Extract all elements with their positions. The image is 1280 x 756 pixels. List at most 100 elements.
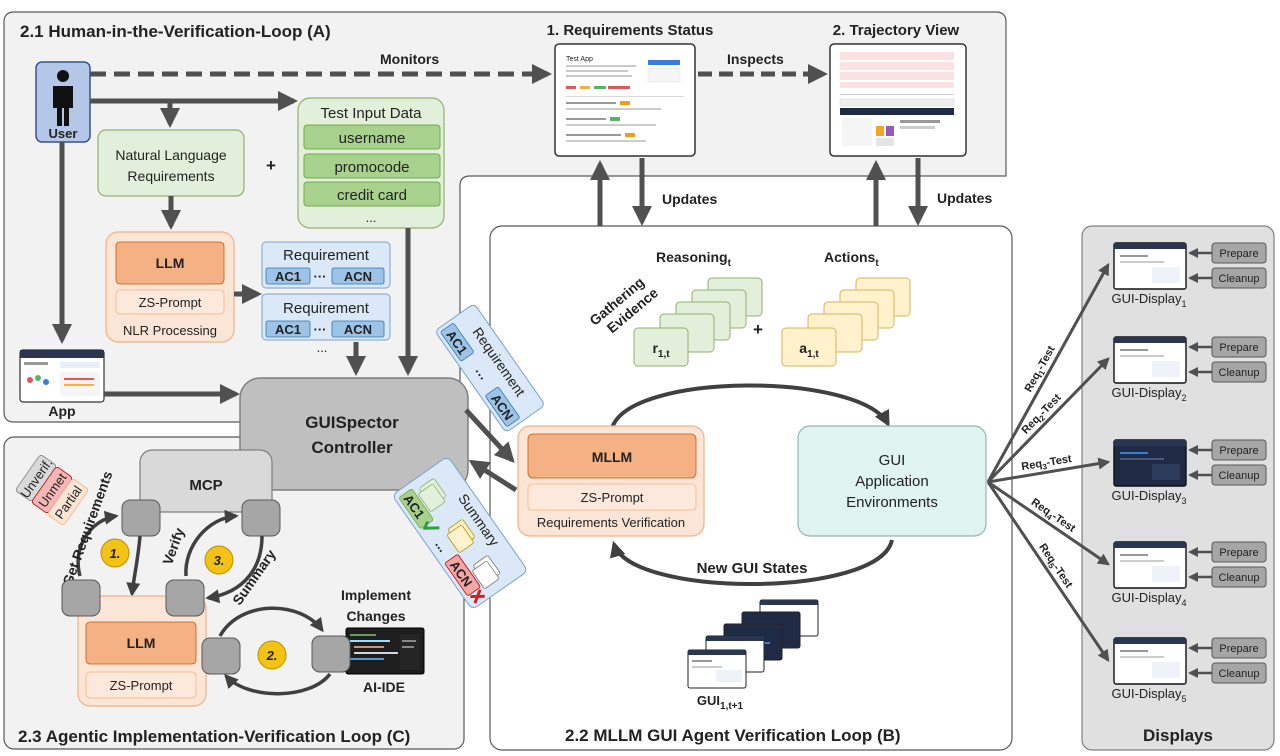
- svg-text:ZS-Prompt: ZS-Prompt: [139, 295, 202, 310]
- mllm-to-controller-arrow: [468, 459, 518, 493]
- svg-text:1.: 1.: [110, 546, 121, 561]
- ai-ide-thumbnail: [345, 627, 425, 675]
- panel-gui-agent-loop: 2.2 MLLM GUI Agent Verification Loop (B): [489, 225, 1013, 751]
- connector-mcp-left: [121, 499, 161, 537]
- action-card-label: a1,t: [799, 340, 819, 360]
- svg-text:Natural Language: Natural Language: [115, 147, 227, 163]
- test-data-promocode: promocode: [334, 159, 409, 176]
- gui-display-label-2: GUI-Display2: [1111, 385, 1186, 403]
- gui-display-label-3: GUI-Display3: [1111, 488, 1186, 506]
- step-badge-1: 1.: [100, 538, 130, 568]
- svg-text:AC1: AC1: [275, 269, 301, 284]
- svg-text:Req5-Test: Req5-Test: [1035, 542, 1075, 592]
- svg-text:Cleanup: Cleanup: [1219, 367, 1260, 379]
- ide-return-arc: [224, 672, 332, 696]
- svg-text:MCP: MCP: [189, 477, 222, 494]
- svg-text:AC1: AC1: [275, 322, 301, 337]
- gui-display-label-5: GUI-Display5: [1111, 686, 1186, 704]
- svg-text:Requirements: Requirements: [127, 168, 214, 184]
- svg-text:MLLM: MLLM: [592, 449, 632, 465]
- mllm-to-env-arc: [610, 383, 890, 429]
- gui-application-environments: GUI Application Environments: [797, 425, 987, 537]
- reasoning-card-label: r1,t: [652, 340, 670, 360]
- mock-app-title: Test App: [566, 56, 593, 63]
- requirement-card-2: Requirement AC1 ··· ACN: [261, 293, 391, 341]
- req-test-label-5: Req5-Test: [1035, 542, 1075, 592]
- env-to-mllm-arc: [610, 539, 894, 586]
- mllm-box: MLLM ZS-Prompt Requirements Verification: [517, 425, 705, 537]
- requirement-card-1: Requirement AC1 ··· ACN: [261, 241, 391, 289]
- gui-display-label-1: GUI-Display1: [1111, 291, 1186, 309]
- svg-text:Requirements Verification: Requirements Verification: [537, 515, 685, 530]
- implementation-llm-box: LLM ZS-Prompt: [77, 595, 207, 707]
- nl-requirements-box: Natural Language Requirements: [97, 129, 245, 197]
- panel-human-in-the-loop: 2.1 Human-in-the-Verification-Loop (A): [3, 11, 1007, 423]
- svg-text:···: ···: [314, 269, 327, 284]
- verify-arc: [184, 509, 239, 577]
- new-gui-states-label: New GUI States: [697, 560, 808, 577]
- app-thumbnail: [19, 349, 105, 403]
- svg-text:ZS-Prompt: ZS-Prompt: [110, 678, 173, 693]
- requirements-status-screen: Test App: [554, 43, 696, 157]
- displays-group: GUI-Display1PrepareCleanupGUI-Display2Pr…: [1111, 242, 1267, 704]
- svg-text:GUI: GUI: [879, 452, 906, 469]
- connector-mcp-right: [241, 499, 281, 537]
- svg-text:Requirement: Requirement: [283, 247, 370, 264]
- svg-text:Req4-Test: Req4-Test: [1028, 496, 1078, 536]
- req-test-arrow-2: [986, 357, 1110, 484]
- svg-text:GUISpector: GUISpector: [305, 413, 399, 432]
- cleanup-button-5: Cleanup: [1211, 662, 1267, 684]
- svg-text:2.: 2.: [266, 648, 278, 663]
- implement-changes-line2: Changes: [346, 608, 405, 624]
- actions-stack: a1,t: [781, 277, 911, 367]
- controller-to-mllm-arrow: [464, 408, 515, 463]
- user-label: User: [49, 126, 78, 141]
- summary-arc: [205, 535, 264, 604]
- svg-text:ACN: ACN: [344, 322, 372, 337]
- svg-text:Test Input Data: Test Input Data: [321, 105, 423, 122]
- cleanup-button-2: Cleanup: [1211, 361, 1267, 383]
- svg-text:Req3-Test: Req3-Test: [1021, 453, 1074, 475]
- prepare-button-5: Prepare: [1211, 637, 1267, 659]
- user-box: User: [35, 61, 91, 143]
- prepare-button-2: Prepare: [1211, 336, 1267, 358]
- monitors-label: Monitors: [380, 51, 439, 67]
- ai-ide-label: AI-IDE: [363, 679, 405, 695]
- svg-text:Controller: Controller: [311, 438, 393, 457]
- prepare-button-1: Prepare: [1211, 242, 1267, 264]
- plus-sign-2: +: [753, 320, 763, 339]
- updates-label-2: Updates: [937, 190, 992, 206]
- svg-text:...: ...: [366, 210, 377, 225]
- reasoning-stack: r1,t: [633, 277, 763, 367]
- section-title-displays: Displays: [1143, 726, 1213, 745]
- cleanup-button-1: Cleanup: [1211, 267, 1267, 289]
- svg-text:ZS-Prompt: ZS-Prompt: [581, 490, 644, 505]
- implement-changes-line1: Implement: [341, 587, 411, 603]
- get-requirements-arc: [76, 510, 119, 577]
- svg-text:...: ...: [317, 340, 328, 355]
- actions-label: Actionst: [824, 249, 879, 269]
- gui-display-label-4: GUI-Display4: [1111, 590, 1186, 608]
- nlr-processing-box: LLM ZS-Prompt NLR Processing: [105, 231, 235, 343]
- mcp-box: MCP: [139, 449, 273, 513]
- req-test-arrow-3: [987, 457, 1111, 484]
- svg-text:Cleanup: Cleanup: [1219, 668, 1260, 680]
- svg-text:ACN: ACN: [344, 269, 372, 284]
- prepare-button-3: Prepare: [1211, 439, 1267, 461]
- test-input-data-box: Test Input Data username promocode credi…: [297, 97, 445, 229]
- step-badge-2: 2.: [257, 640, 287, 670]
- prepare-button-4: Prepare: [1211, 541, 1267, 563]
- cleanup-button-4: Cleanup: [1211, 566, 1267, 588]
- trajectory-view-screen: [829, 43, 967, 157]
- svg-text:Environments: Environments: [846, 494, 938, 511]
- section-title-hvl: 2.1 Human-in-the-Verification-Loop (A): [20, 22, 331, 41]
- gui-stack-label: GUI1,t+1: [697, 693, 744, 712]
- svg-text:Prepare: Prepare: [1219, 342, 1258, 354]
- section-title-aivl: 2.3 Agentic Implementation-Verification …: [18, 727, 410, 746]
- plus-sign: +: [266, 156, 276, 175]
- reasoning-label: Reasoningt: [656, 249, 732, 269]
- user-icon: [53, 70, 73, 126]
- svg-text:···: ···: [314, 322, 327, 337]
